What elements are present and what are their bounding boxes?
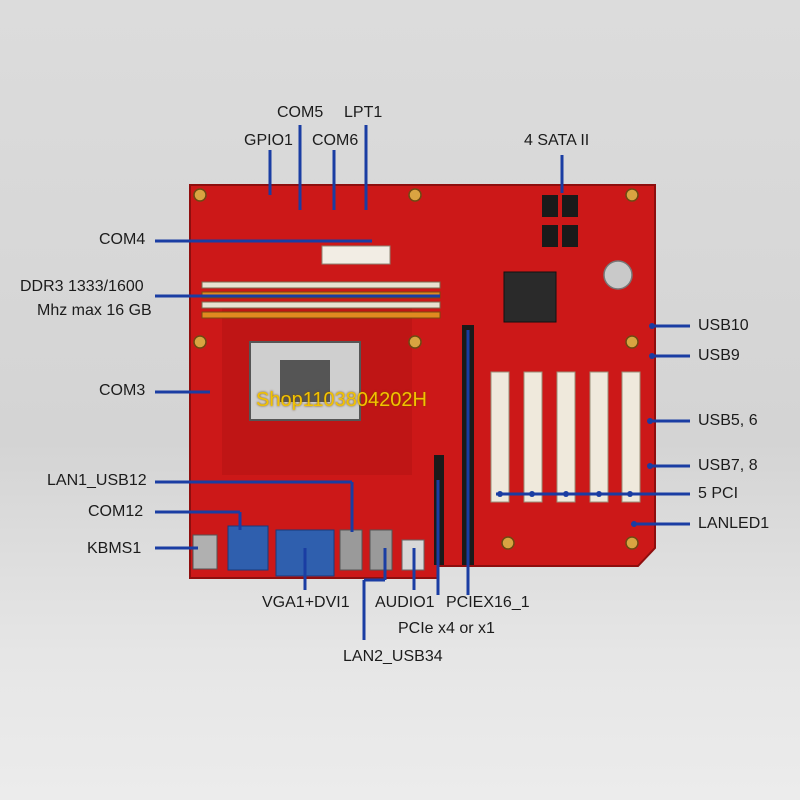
label-lan1-usb12: LAN1_USB12: [47, 472, 147, 489]
label-ddr-line1: DDR3 1333/1600: [20, 278, 144, 295]
io-ports: [192, 525, 425, 577]
cmos-battery: [603, 260, 633, 290]
label-lan2-usb34: LAN2_USB34: [343, 648, 443, 665]
label-kbms1: KBMS1: [87, 540, 142, 557]
chipset-heatsink: [503, 271, 557, 323]
label-com3: COM3: [99, 382, 146, 399]
label-usb10: USB10: [698, 317, 749, 334]
label-pcie-x4: PCIe x4 or x1: [398, 620, 495, 637]
label-lpt1: LPT1: [344, 104, 383, 121]
label-ddr-line2: Mhz max 16 GB: [37, 302, 152, 319]
callout-lines: [155, 125, 690, 640]
sata-connectors: [542, 195, 578, 247]
label-usb7-8: USB7, 8: [698, 457, 758, 474]
label-gpio1: GPIO1: [244, 132, 293, 149]
label-pciex16: PCIEX16_1: [446, 594, 530, 611]
label-com12: COM12: [88, 503, 144, 520]
label-com6: COM6: [312, 132, 359, 149]
label-audio1: AUDIO1: [375, 594, 435, 611]
mounting-holes: [193, 188, 639, 550]
callout-dots: [497, 323, 655, 527]
watermark: Shop1103804202H: [256, 389, 427, 411]
label-usb9: USB9: [698, 347, 740, 364]
label-lanled1: LANLED1: [698, 515, 770, 532]
pci-slots: [490, 371, 641, 503]
label-usb5-6: USB5, 6: [698, 412, 758, 429]
label-sata: 4 SATA II: [524, 132, 590, 149]
label-com5: COM5: [277, 104, 324, 121]
label-vga-dvi: VGA1+DVI1: [262, 594, 350, 611]
power-connector: [321, 245, 391, 265]
cpu-socket-center: [280, 360, 330, 402]
label-pci5: 5 PCI: [698, 485, 739, 502]
label-com4: COM4: [99, 231, 146, 248]
